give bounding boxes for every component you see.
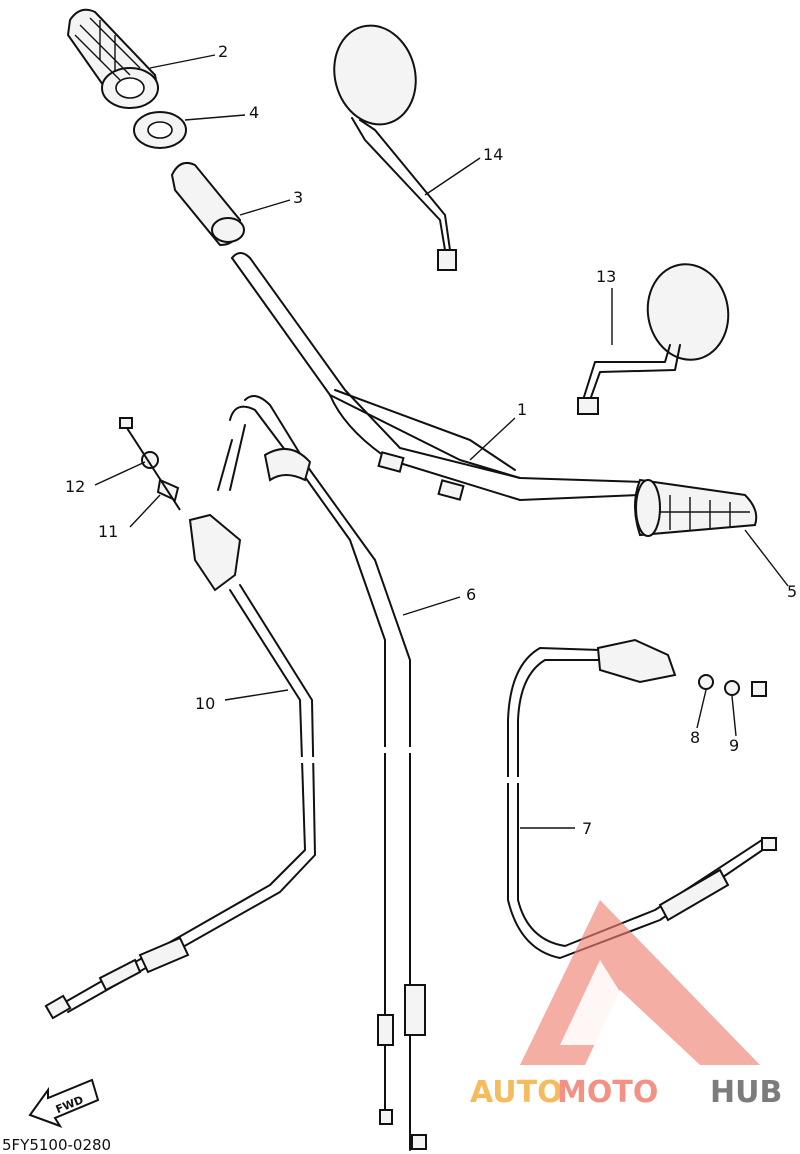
callout-2: 2 xyxy=(218,42,228,61)
callout-11: 11 xyxy=(98,522,118,541)
watermark-auto: AUTO xyxy=(470,1075,563,1110)
callout-labels: 1 2 3 4 5 6 7 8 9 10 11 12 13 14 xyxy=(65,42,797,838)
throttle-cables xyxy=(217,395,427,1151)
left-grip xyxy=(66,8,159,109)
callout-9: 9 xyxy=(729,736,739,755)
throttle-tube xyxy=(170,162,245,247)
left-mirror xyxy=(333,24,457,271)
callout-14: 14 xyxy=(483,145,503,164)
callout-10: 10 xyxy=(195,694,215,713)
cable-adjuster xyxy=(119,417,181,511)
watermark-moto: MOTO xyxy=(557,1075,658,1110)
watermark-logo: AUTO MOTO HUB xyxy=(470,900,782,1110)
callout-4: 4 xyxy=(249,103,259,122)
leader-lines xyxy=(94,54,789,829)
callout-3: 3 xyxy=(293,188,303,207)
grip-collar xyxy=(133,111,187,149)
clutch-cable xyxy=(44,513,318,1020)
callout-1: 1 xyxy=(517,400,527,419)
callout-6: 6 xyxy=(466,585,476,604)
callout-12: 12 xyxy=(65,477,85,496)
callout-8: 8 xyxy=(690,728,700,747)
right-grip xyxy=(634,478,758,537)
right-mirror xyxy=(577,263,730,415)
watermark-hub: HUB xyxy=(710,1075,782,1110)
fwd-arrow-icon: FWD xyxy=(28,1078,100,1128)
callout-5: 5 xyxy=(787,582,797,601)
handlebar xyxy=(231,252,643,501)
callout-7: 7 xyxy=(582,819,592,838)
callout-13: 13 xyxy=(596,267,616,286)
choke-cable xyxy=(505,638,777,959)
diagram-code: 5FY5100-0280 xyxy=(2,1136,111,1154)
